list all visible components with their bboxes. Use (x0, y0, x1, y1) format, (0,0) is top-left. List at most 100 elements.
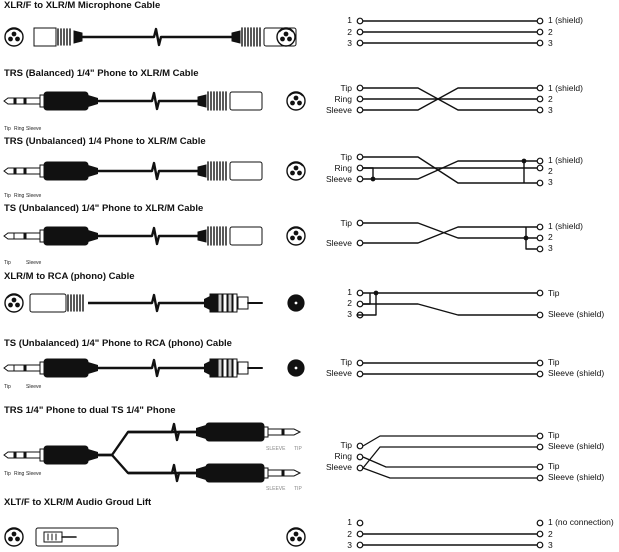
strain-relief (88, 362, 98, 374)
title-ts-unbalanced-xlr: TS (Unbalanced) 1/4" Phone to XLR/M Cabl… (4, 203, 204, 214)
adapter-switch (43, 531, 63, 543)
phone-collar (263, 426, 269, 438)
phone-tip (3, 451, 15, 459)
rca-grip (227, 358, 233, 378)
wire-right-label: Sleeve (shield) (548, 309, 605, 319)
rca-grip (232, 358, 238, 378)
wire-right-label: 2 (548, 27, 553, 37)
phone-tip (3, 167, 15, 175)
phone-sleeve (25, 451, 41, 459)
title-xlr-rca: XLR/M to RCA (phono) Cable (4, 271, 135, 282)
wire-right-label: Tip (548, 357, 560, 367)
terminal-circle (356, 84, 364, 92)
wire-right-label: Tip (548, 461, 560, 471)
terminal-circle (356, 175, 364, 183)
terminal-circle (356, 530, 364, 538)
phone-shaft (13, 232, 25, 240)
wire-right-label: Sleeve (shield) (548, 472, 605, 482)
plug-part-label: Ring (14, 471, 25, 477)
wire-left-label: Sleeve (326, 238, 352, 248)
plug-part-label: SLEEVE (266, 486, 286, 492)
terminal-circle (356, 106, 364, 114)
wire-right-label: 2 (548, 166, 553, 176)
rca-grip (227, 293, 233, 313)
terminal-circle (536, 443, 544, 451)
cable-break (98, 91, 198, 111)
strain-relief (231, 30, 241, 44)
terminal-circle (356, 370, 364, 378)
terminal-circle (356, 541, 364, 549)
terminal-circle (356, 300, 364, 308)
xlr-pin (290, 235, 295, 241)
terminal-circle (536, 106, 544, 114)
wire (362, 456, 537, 468)
terminal-circle (356, 519, 364, 527)
terminal-circle (536, 234, 544, 242)
rca-shell (237, 296, 249, 310)
phone-handle (43, 91, 89, 111)
phone-handle (205, 463, 265, 483)
strain-relief (88, 230, 98, 242)
wire (363, 226, 537, 244)
wire (362, 446, 537, 469)
phone-collar (39, 94, 45, 108)
wire-right-label: Tip (548, 288, 560, 298)
y-cable (98, 453, 196, 475)
wire-left-label: 3 (347, 540, 352, 550)
terminal-circle (536, 541, 544, 549)
ground-jumper (363, 167, 374, 179)
phone-collar (39, 448, 45, 462)
strain-relief (88, 165, 98, 177)
wire-left-label: Sleeve (326, 462, 352, 472)
terminal-circle (356, 239, 364, 247)
wire-right-label: 2 (548, 94, 553, 104)
xlr-pin (290, 170, 295, 176)
title-trs-dual-ts: TRS 1/4" Phone to dual TS 1/4" Phone (4, 405, 176, 416)
strain-relief (196, 466, 206, 480)
terminal-circle (536, 39, 544, 47)
junction-dot (373, 290, 379, 296)
phone-sleeve (267, 428, 283, 436)
wire-left-label: Tip (340, 152, 353, 162)
terminal-circle (356, 95, 364, 103)
xlr-pin (293, 531, 299, 537)
terminal-circle (536, 223, 544, 231)
rca-grip (217, 293, 223, 313)
xlr-key (288, 226, 304, 232)
terminal-circle (536, 17, 544, 25)
terminal-circle (356, 464, 364, 472)
phone-sleeve (25, 364, 41, 372)
xlr-male-body (229, 226, 263, 246)
title-ts-rca: TS (Unbalanced) 1/4" Phone to RCA (phono… (4, 338, 232, 349)
rca-center (293, 300, 299, 306)
junction-dot (521, 158, 527, 164)
wire-left-label: Ring (334, 94, 352, 104)
phone-tip (283, 469, 302, 477)
cable-break (88, 293, 204, 313)
terminal-circle (536, 530, 544, 538)
wire-left-label: 3 (347, 309, 352, 319)
wire-right-label: 3 (548, 105, 553, 115)
cable-break (128, 422, 196, 442)
title-trs-unbalanced-xlr: TRS (Unbalanced) 1/4 Phone to XLR/M Cabl… (4, 136, 206, 147)
ground-jumper (363, 293, 377, 316)
terminal-circle (536, 95, 544, 103)
xlr-pin (15, 536, 20, 542)
wire (362, 467, 537, 479)
terminal-circle (536, 370, 544, 378)
terminal-circle (356, 39, 364, 47)
plug-part-label: Tip (4, 126, 11, 132)
wire-right-label: Tip (548, 430, 560, 440)
junction-dot (370, 176, 376, 182)
terminal-circle (356, 28, 364, 36)
wire-right-label: 1 (no connection) (548, 517, 614, 527)
phone-handle (205, 422, 265, 442)
xlr-pin (8, 36, 13, 42)
terminal-circle (536, 289, 544, 297)
terminal-circle (536, 164, 544, 172)
rca-grip (222, 358, 228, 378)
xlr-key (288, 91, 304, 97)
terminal-circle (356, 219, 364, 227)
cable-break (128, 463, 196, 483)
strain-relief (204, 296, 210, 310)
